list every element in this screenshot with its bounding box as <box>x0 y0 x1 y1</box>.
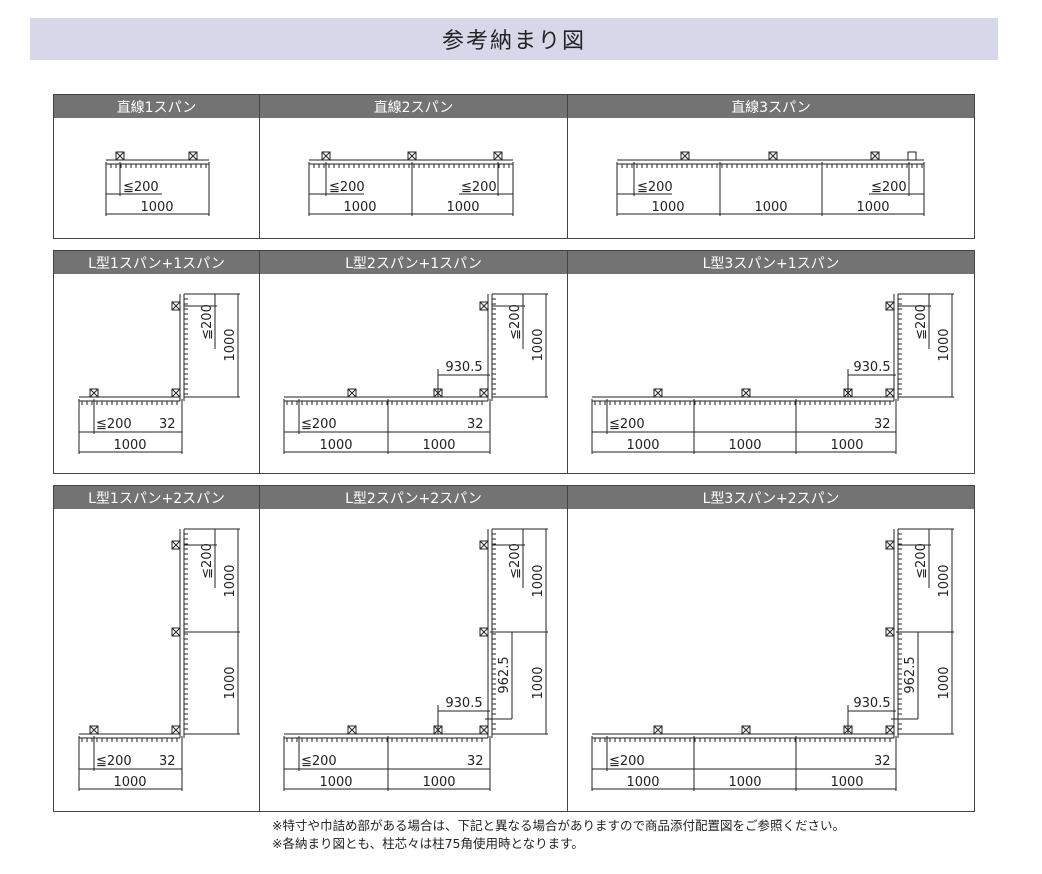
dim-label: 1000 <box>531 564 546 597</box>
dim-label: 1000 <box>113 438 146 453</box>
dim-label: ≦200 <box>914 304 929 340</box>
dim-label: 962.5 <box>497 656 512 693</box>
dim-label: ≦200 <box>609 754 645 769</box>
dim-label: ≦200 <box>301 754 337 769</box>
dim-label: 1000 <box>113 775 146 790</box>
dim-label: ≦200 <box>914 543 929 579</box>
dim-label: 1000 <box>754 200 787 215</box>
dim-label: 1000 <box>531 328 546 361</box>
diagram-panel: ≦200 1000 962.5 1000 930.5 ≦200 32 1000 … <box>259 509 567 812</box>
note-line: ※各納まり図とも、柱芯々は柱75角使用時となります。 <box>272 836 584 851</box>
diagram-panel: ≦200 1000 930.5 ≦200 32 1000 1000 <box>259 274 567 474</box>
dim-label: 1000 <box>422 775 455 790</box>
divider <box>259 95 260 238</box>
dim-label: ≦200 <box>96 754 132 769</box>
dim-label: 1000 <box>626 775 659 790</box>
diagram: ≦200 1000 962.5 1000 930.5 ≦200 32 1000 … <box>283 528 548 791</box>
diagram: ≦200 1000 930.5 ≦200 32 1000 1000 <box>283 293 548 454</box>
panel-header: L型1スパン+1スパン <box>54 251 259 274</box>
page-title: 参考納まり図 <box>441 29 586 54</box>
divider <box>567 95 568 238</box>
diagram: ≦200 1000 ≦200 32 1000 <box>78 293 240 454</box>
divider <box>259 251 260 473</box>
dim-label: 1000 <box>856 200 889 215</box>
dim-label: ≦200 <box>871 180 907 195</box>
dim-label: 1000 <box>937 328 952 361</box>
dim-label: ≦200 <box>609 417 645 432</box>
dim-label: 1000 <box>319 775 352 790</box>
dim-label: ≦200 <box>96 417 132 432</box>
dim-label: 1000 <box>223 328 238 361</box>
panel-header: 直線3スパン <box>567 95 974 118</box>
row-l-plus-2: L型1スパン+2スパン L型2スパン+2スパン L型3スパン+2スパン ≦200… <box>53 485 975 812</box>
divider <box>259 486 260 811</box>
diagram: ≦200 1000 962.5 1000 930.5 ≦200 32 1000 … <box>591 528 954 791</box>
dim-label: 1000 <box>626 438 659 453</box>
note-line: ※特寸や巾詰め部がある場合は、下記と異なる場合がありますので商品添付配置図をご参… <box>272 818 845 833</box>
dim-label: 1000 <box>830 775 863 790</box>
panel-header: L型3スパン+2スパン <box>567 486 974 509</box>
divider <box>567 486 568 811</box>
dim-label: 930.5 <box>853 696 890 711</box>
diagram-panel: ≦200 1000 <box>54 118 259 238</box>
dim-label: ≦200 <box>508 304 523 340</box>
panel-header: 直線2スパン <box>259 95 567 118</box>
dim-label: 1000 <box>319 438 352 453</box>
dim-label: 1000 <box>446 200 479 215</box>
dim-label: 1000 <box>937 666 952 699</box>
dim-label: 32 <box>467 754 484 769</box>
diagram-panel: ≦200 ≦200 1000 1000 1000 <box>567 118 974 238</box>
panel-header: 直線1スパン <box>54 95 259 118</box>
notes: ※特寸や巾詰め部がある場合は、下記と異なる場合がありますので商品添付配置図をご参… <box>272 817 845 853</box>
panel-header: L型3スパン+1スパン <box>567 251 974 274</box>
divider <box>567 251 568 473</box>
dim-label: 1000 <box>728 775 761 790</box>
row-l-plus-1: L型1スパン+1スパン L型2スパン+1スパン L型3スパン+1スパン ≦200… <box>53 250 975 474</box>
dim-label: 1000 <box>728 438 761 453</box>
diagram: ≦200 1000 930.5 ≦200 32 1000 1000 1000 <box>591 293 954 454</box>
dim-label: ≦200 <box>200 304 215 340</box>
diagram-panel: ≦200 1000 1000 ≦200 32 1000 <box>54 509 259 812</box>
dim-label: 930.5 <box>853 360 890 375</box>
dim-label: 32 <box>467 417 484 432</box>
dim-label: ≦200 <box>200 543 215 579</box>
dim-label: 930.5 <box>445 696 482 711</box>
dim-label: ≦200 <box>637 180 673 195</box>
panel-header: L型2スパン+1スパン <box>259 251 567 274</box>
diagram: ≦200 1000 <box>105 151 210 216</box>
diagram: ≦200 ≦200 1000 1000 1000 <box>616 151 925 216</box>
dim-label: 32 <box>159 754 176 769</box>
dim-label: 1000 <box>937 564 952 597</box>
diagram-panel: ≦200 ≦200 1000 1000 <box>259 118 567 238</box>
dim-label: 1000 <box>651 200 684 215</box>
dim-label: 1000 <box>223 666 238 699</box>
dim-label: 32 <box>159 417 176 432</box>
dim-label: 1000 <box>531 666 546 699</box>
dim-label: ≦200 <box>461 180 497 195</box>
diagram: ≦200 ≦200 1000 1000 <box>308 151 514 216</box>
row-straight: 直線1スパン 直線2スパン 直線3スパン ≦200 1000 <box>53 94 975 239</box>
dim-label: ≦200 <box>123 180 159 195</box>
dim-label: ≦200 <box>508 543 523 579</box>
dim-label: 962.5 <box>903 656 918 693</box>
dim-label: ≦200 <box>329 180 365 195</box>
diagram-panel: ≦200 1000 ≦200 32 1000 <box>54 274 259 474</box>
title-bar: 参考納まり図 <box>30 18 998 60</box>
dim-label: 32 <box>874 417 891 432</box>
panel-header: L型2スパン+2スパン <box>259 486 567 509</box>
diagram-panel: ≦200 1000 962.5 1000 930.5 ≦200 32 1000 … <box>567 509 974 812</box>
dim-label: 1000 <box>223 564 238 597</box>
dim-label: 1000 <box>343 200 376 215</box>
dim-label: 32 <box>874 754 891 769</box>
dim-label: 930.5 <box>445 360 482 375</box>
panel-header: L型1スパン+2スパン <box>54 486 259 509</box>
diagram: ≦200 1000 1000 ≦200 32 1000 <box>78 528 240 791</box>
dim-label: 1000 <box>830 438 863 453</box>
dim-label: ≦200 <box>301 417 337 432</box>
diagram-panel: ≦200 1000 930.5 ≦200 32 1000 1000 1000 <box>567 274 974 474</box>
dim-label: 1000 <box>422 438 455 453</box>
dim-label: 1000 <box>140 200 173 215</box>
